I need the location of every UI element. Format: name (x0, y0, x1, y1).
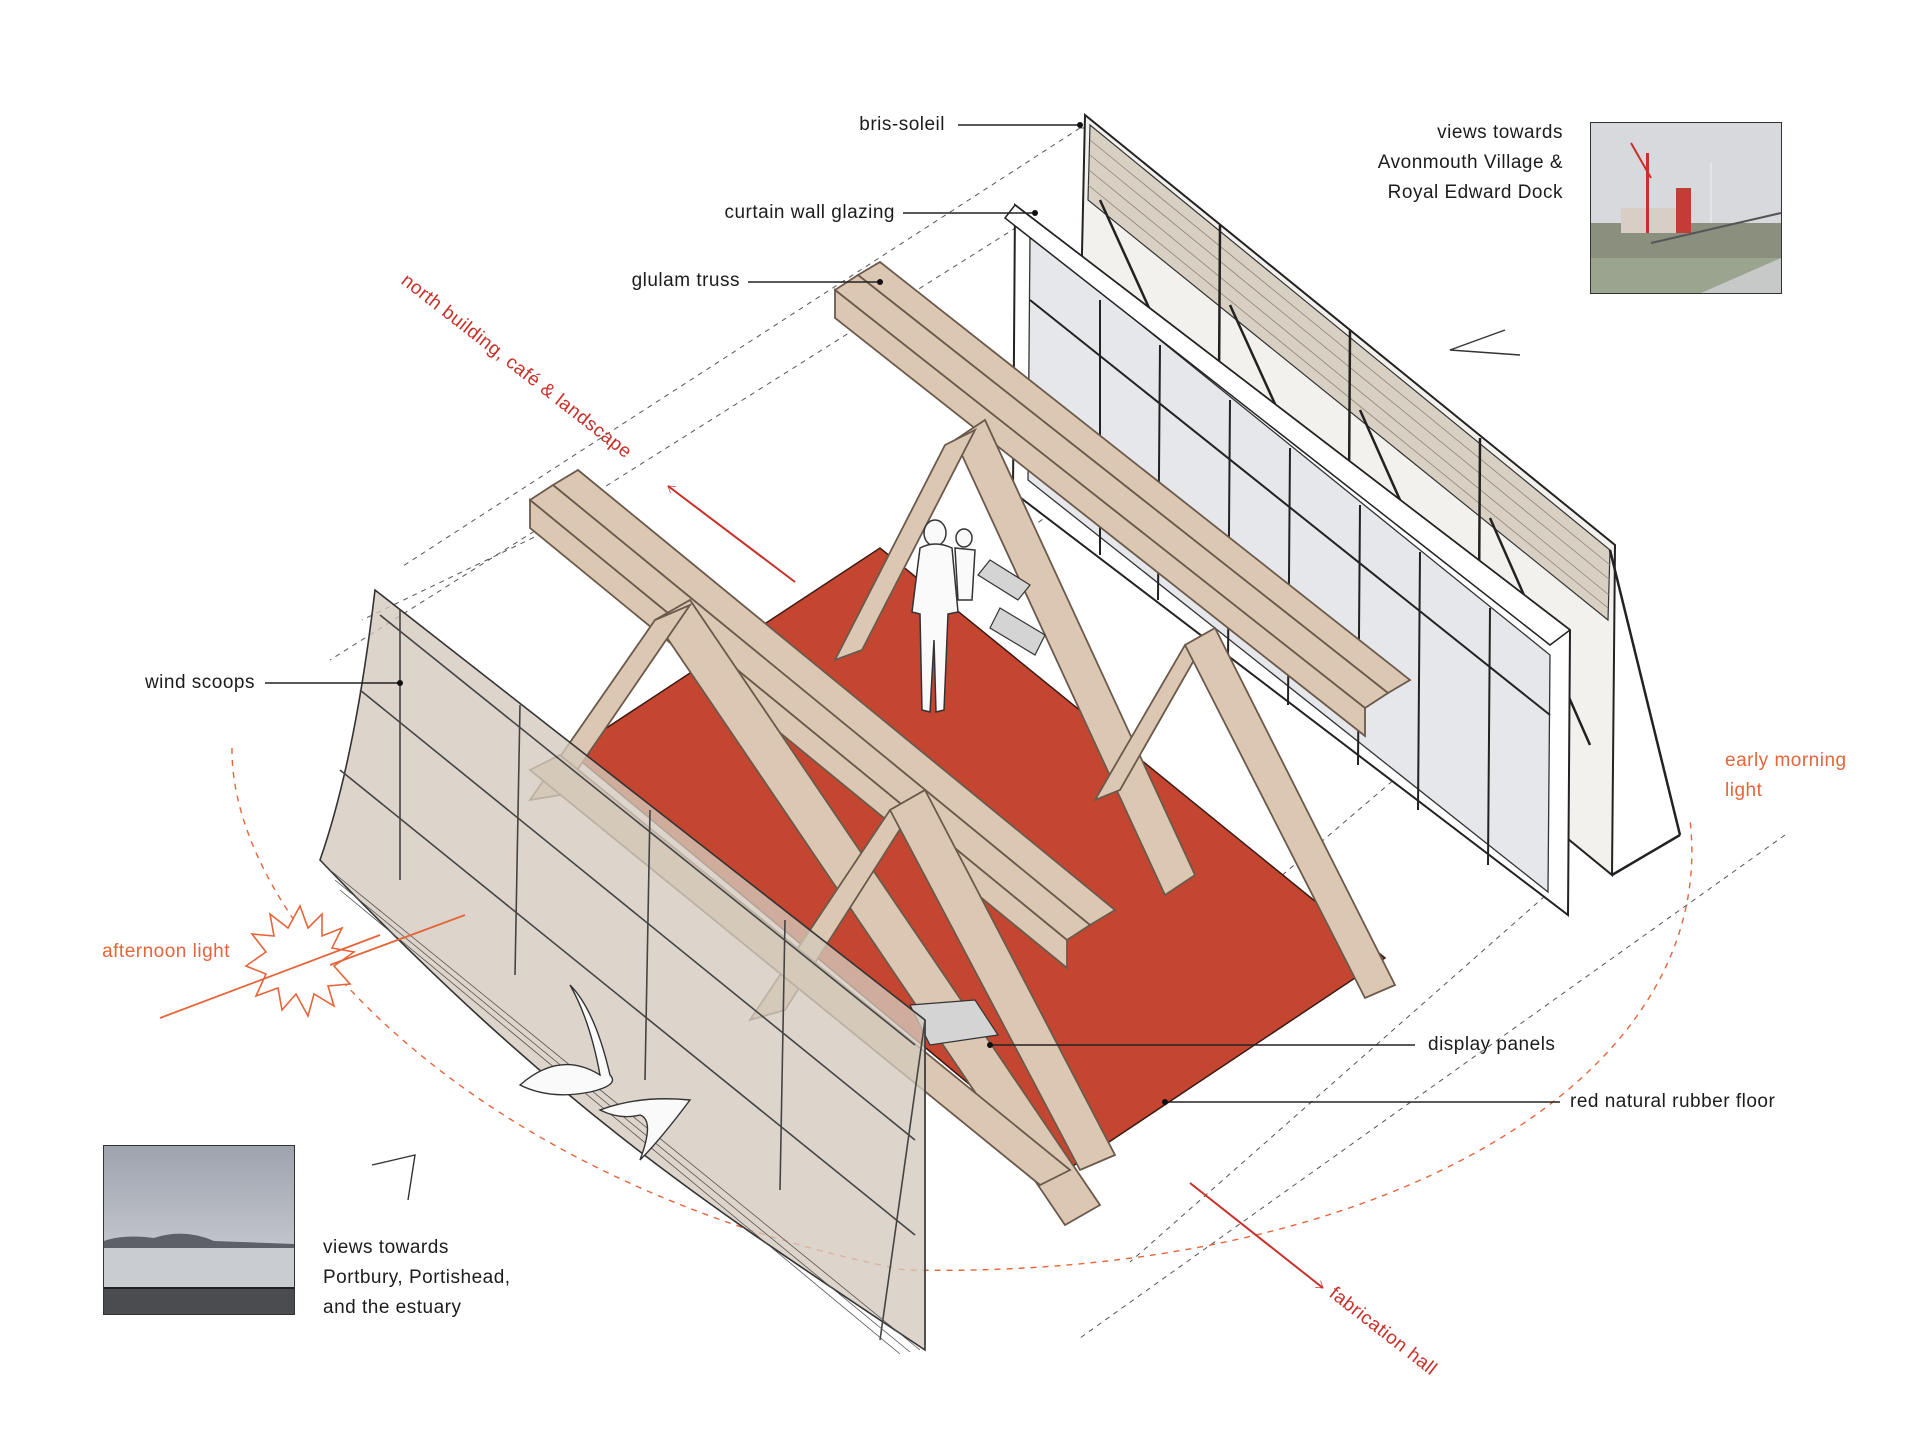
glulam-truss-back (833, 260, 1412, 1000)
wind-scoops-screen (319, 588, 926, 1355)
label-wind-scoops: wind scoops (144, 672, 255, 693)
sun-icon (244, 904, 357, 1019)
photo-estuary (103, 1145, 295, 1315)
afternoon-light-ray (159, 934, 381, 1019)
label-glulam-truss: glulam truss (631, 270, 740, 291)
label-display-panels: display panels (1428, 1034, 1556, 1055)
bird-icon (518, 984, 692, 1161)
person-icon (911, 519, 976, 713)
leader-dots (397, 122, 1168, 1105)
north-building-arrow (667, 485, 796, 583)
label-views-sw-1: views towards (323, 1237, 449, 1258)
label-rubber-floor: red natural rubber floor (1570, 1091, 1776, 1112)
label-views-sw-2: Portbury, Portishead, (323, 1267, 511, 1288)
afternoon-light-ray-2 (329, 914, 466, 966)
label-views-ne-2: Avonmouth Village & (1377, 152, 1563, 173)
view-eye-icon (371, 1154, 416, 1201)
photo-avonmouth-dock (1590, 122, 1782, 294)
label-views-sw-3: and the estuary (323, 1297, 462, 1318)
photo-estuary-image (104, 1146, 294, 1314)
curtain-wall-glazing (1003, 202, 1572, 918)
photo-avonmouth-image (1591, 123, 1781, 293)
label-afternoon-light: afternoon light (102, 941, 230, 962)
label-bris-soleil: bris-soleil (859, 114, 945, 135)
leader-lines (265, 124, 1560, 1103)
label-early-morning: early morning (1725, 750, 1847, 771)
label-early-morning-light: light (1725, 780, 1763, 801)
label-views-ne-3: Royal Edward Dock (1387, 182, 1563, 203)
display-panel-back (977, 559, 1046, 656)
label-views-ne-1: views towards (1437, 122, 1563, 143)
view-eye-icon (1449, 329, 1521, 356)
label-curtain-wall: curtain wall glazing (724, 202, 895, 223)
fabrication-hall-arrow (1189, 1182, 1324, 1289)
